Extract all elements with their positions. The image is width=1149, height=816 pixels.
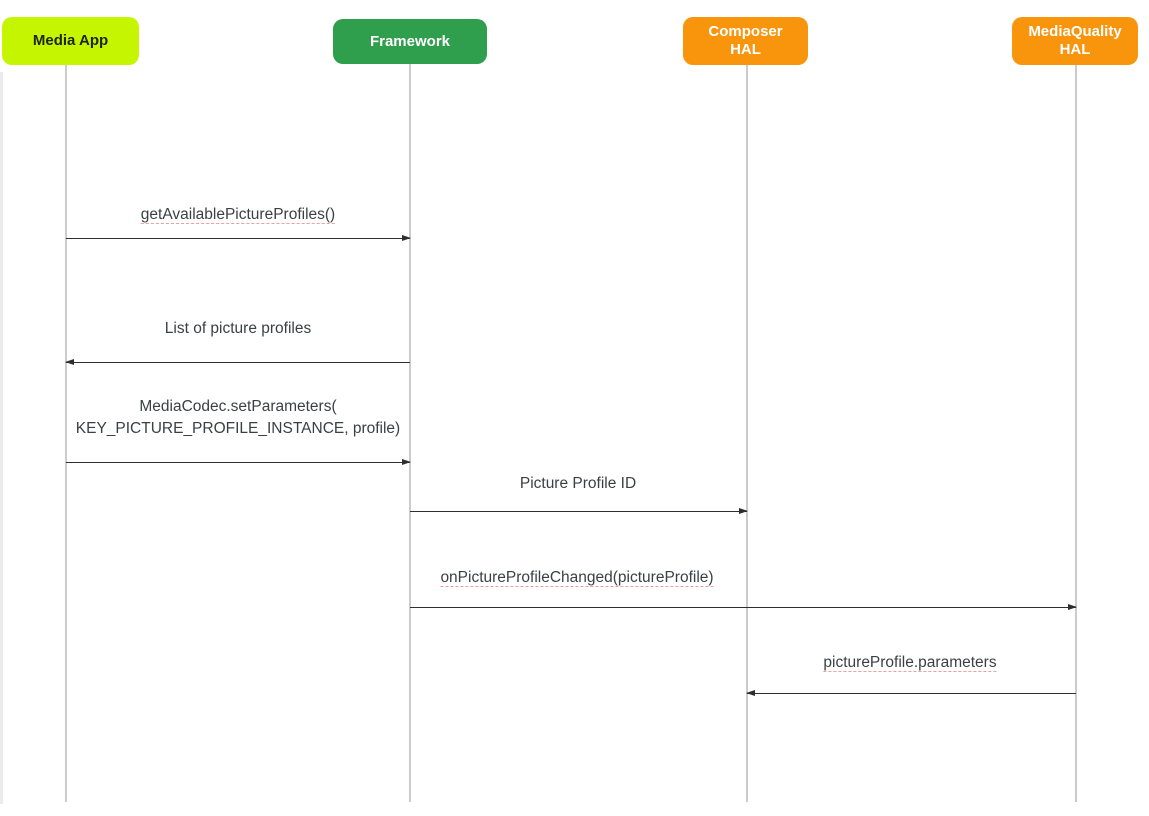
message-label-get-available-picture-profiles: getAvailablePictureProfiles() xyxy=(138,204,338,226)
actor-label-composer-hal: Composer HAL xyxy=(708,23,783,58)
arrowhead-left-icon xyxy=(746,689,755,696)
lifeline-composer-hal xyxy=(746,64,748,802)
message-arrow-get-available-picture-profiles xyxy=(66,234,411,241)
arrowhead-right-icon xyxy=(402,234,411,241)
canvas-edge xyxy=(0,72,3,804)
message-label-picture-profile-id: Picture Profile ID xyxy=(517,473,639,495)
actor-label-media-app: Media App xyxy=(32,32,109,49)
message-arrow-list-of-picture-profiles xyxy=(65,358,410,365)
arrowhead-right-icon xyxy=(402,458,411,465)
arrowhead-right-icon xyxy=(739,507,748,514)
message-arrow-picture-profile-id xyxy=(410,507,748,514)
arrowhead-left-icon xyxy=(65,358,74,365)
actor-box-framework: Framework xyxy=(333,19,487,64)
message-arrow-on-picture-profile-changed xyxy=(410,603,1077,610)
lifeline-media-app xyxy=(65,64,67,802)
message-label-on-picture-profile-changed: onPictureProfileChanged(pictureProfile) xyxy=(438,567,716,589)
arrowhead-right-icon xyxy=(1068,603,1077,610)
actor-box-media-app: Media App xyxy=(2,17,139,65)
message-label-list-of-picture-profiles: List of picture profiles xyxy=(162,318,314,340)
actor-label-mediaquality-hal: MediaQuality HAL xyxy=(1028,23,1122,58)
message-arrow-picture-profile-parameters xyxy=(746,689,1076,696)
actor-box-mediaquality-hal: MediaQuality HAL xyxy=(1012,17,1138,65)
lifeline-mediaquality-hal xyxy=(1075,64,1077,802)
message-arrow-mediacodec-setparameters xyxy=(66,458,411,465)
message-label-mediacodec-setparameters: MediaCodec.setParameters( KEY_PICTURE_PR… xyxy=(73,396,403,440)
message-label-picture-profile-parameters: pictureProfile.parameters xyxy=(821,652,999,674)
lifeline-framework xyxy=(409,64,411,802)
actor-box-composer-hal: Composer HAL xyxy=(683,17,808,65)
actor-label-framework: Framework xyxy=(369,32,451,50)
